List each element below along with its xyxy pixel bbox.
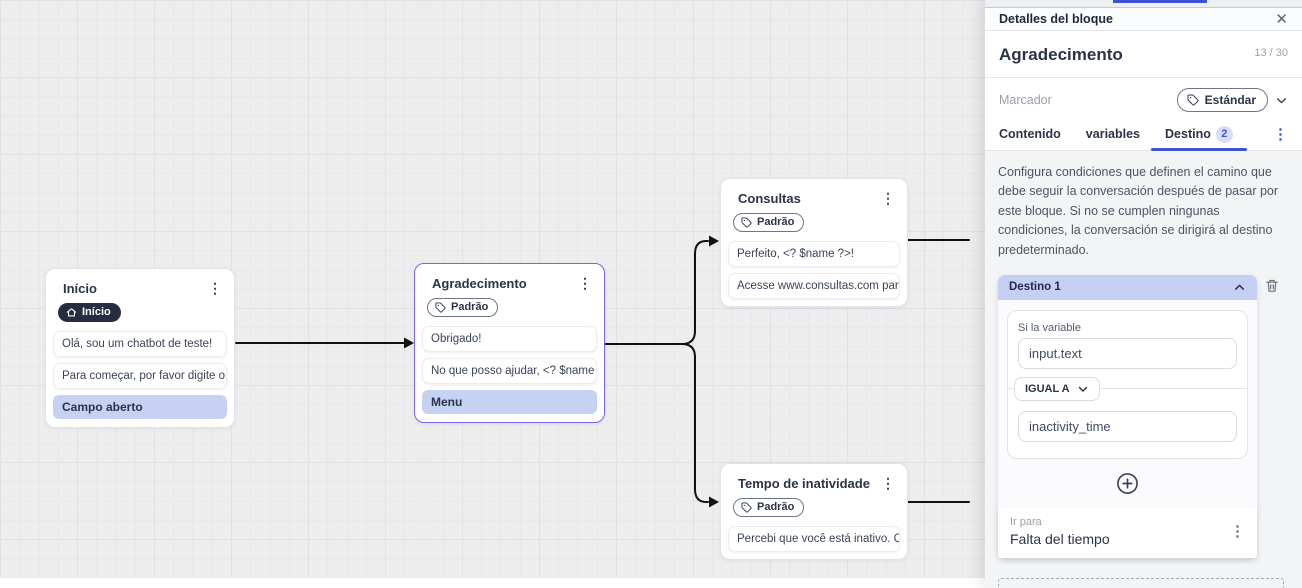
operator-select[interactable]: IGUAL A [1014,376,1100,401]
close-icon[interactable]: ✕ [1275,10,1288,28]
add-destination-button[interactable]: Agregar destino [998,577,1284,588]
kebab-icon[interactable]: ⋮ [1230,522,1245,540]
destination-header[interactable]: Destino 1 [998,274,1257,300]
node-inicio[interactable]: Início ⋮ Início Olá, sou um chatbot de t… [45,268,235,428]
destino-count-badge: 2 [1215,125,1233,143]
message-bubble[interactable]: Olá, sou um chatbot de teste! [53,331,227,357]
char-counter: 13 / 30 [1254,47,1288,59]
node-consultas[interactable]: Consultas ⋮ Padrão Perfeito, <? $name ?>… [720,178,908,307]
node-title: Tempo de inatividade [738,476,870,491]
block-name[interactable]: Agradecimento [999,45,1123,64]
tag-icon [741,217,752,228]
standard-badge: Padrão [733,213,805,232]
tag-icon [1187,94,1199,106]
message-bubble[interactable]: Para começar, por favor digite o ... [53,363,227,389]
node-title: Agradecimento [432,276,527,291]
value-input[interactable] [1018,410,1237,442]
home-icon [66,308,77,317]
block-details-panel: Detalles del bloque ✕ Agradecimento 13 /… [985,0,1302,588]
panel-title: Detalles del bloque [999,12,1113,26]
kebab-icon[interactable]: ⋮ [881,190,895,206]
panel-top-strip [985,0,1302,8]
chevron-up-icon[interactable] [1233,281,1246,294]
standard-badge: Padrão [427,298,499,317]
goto-value[interactable]: Falta del tiempo [1010,530,1110,547]
message-bubble[interactable]: Percebi que você está inativo. C... [728,526,900,552]
marker-select[interactable]: Estándar [1176,88,1268,112]
standard-badge: Padrão [733,498,805,517]
kebab-icon[interactable]: ⋮ [881,475,895,491]
kebab-icon[interactable]: ⋮ [578,275,592,291]
tab-destino[interactable]: Destino 2 [1151,118,1247,151]
open-field-row[interactable]: Campo aberto [53,395,227,419]
chevron-down-icon [1078,386,1087,392]
add-condition-icon[interactable] [1116,472,1139,495]
destination-card: Destino 1 Si la variable IGUAL A [998,274,1257,558]
condition-label: Si la variable [1018,321,1081,334]
node-tempo-inatividade[interactable]: Tempo de inatividade ⋮ Padrão Percebi qu… [720,463,908,560]
chevron-down-icon[interactable] [1275,94,1288,107]
tag-icon [741,502,752,513]
condition-divider: IGUAL A [1008,376,1247,401]
flow-edges [235,235,970,508]
message-bubble[interactable]: Acesse www.consultas.com par... [728,273,900,299]
goto-label: Ir para [1010,515,1042,528]
message-bubble[interactable]: Perfeito, <? $name ?>! [728,241,900,267]
canvas-bottom-strip [0,578,985,588]
destination-description: Configura condiciones que definen el cam… [998,165,1279,257]
message-bubble[interactable]: No que posso ajudar, <? $name ... [422,358,597,384]
tab-contenido[interactable]: Contenido [999,127,1061,141]
trash-icon [1266,279,1278,292]
variable-input[interactable] [1018,337,1237,369]
tab-variables[interactable]: variables [1085,127,1141,141]
delete-destination-button[interactable] [1264,275,1284,299]
active-tab-indicator [1113,0,1207,3]
tag-icon [435,302,446,313]
kebab-icon[interactable]: ⋮ [1273,125,1288,143]
start-badge: Início [58,303,121,322]
menu-row[interactable]: Menu [422,390,597,414]
condition-card: Si la variable IGUAL A [1007,309,1248,459]
node-agradecimento[interactable]: Agradecimento ⋮ Padrão Obrigado! No que … [414,263,605,423]
node-title: Consultas [738,191,801,206]
marker-label: Marcador [999,93,1052,107]
node-title: Início [63,281,97,296]
kebab-icon[interactable]: ⋮ [208,280,222,296]
message-bubble[interactable]: Obrigado! [422,326,597,352]
